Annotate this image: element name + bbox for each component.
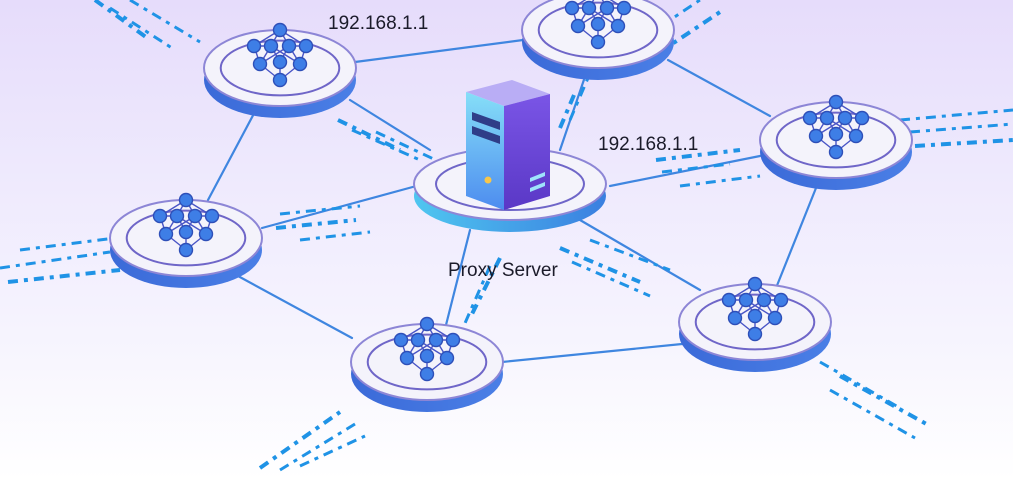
data-stream: [558, 94, 576, 129]
data-stream: [258, 410, 342, 470]
proxy-server-label: Proxy Server: [448, 260, 558, 281]
network-cluster-icon: [721, 276, 789, 342]
data-stream: [0, 250, 111, 270]
data-stream: [351, 128, 421, 162]
data-stream: [337, 118, 401, 152]
data-stream: [661, 162, 731, 174]
data-stream: [571, 260, 651, 298]
network-cluster-icon: [802, 94, 870, 160]
proxy-server: [413, 80, 607, 232]
data-stream: [468, 257, 502, 319]
data-stream: [819, 360, 901, 410]
data-stream: [909, 122, 1013, 134]
network-cluster-icon: [393, 316, 461, 382]
network-link: [774, 176, 822, 290]
network-link: [348, 98, 432, 152]
data-stream: [299, 230, 371, 242]
node-disc-right: [759, 94, 913, 190]
data-stream: [655, 148, 741, 162]
network-nodes: [109, 0, 913, 412]
data-stream: [829, 388, 916, 440]
data-stream: [559, 246, 641, 284]
network-link: [666, 58, 772, 118]
data-stream: [899, 108, 1013, 122]
data-stream: [7, 268, 121, 284]
data-stream: [93, 0, 152, 42]
network-cluster-icon: [152, 192, 220, 258]
network-link: [608, 154, 762, 188]
data-stream: [589, 238, 671, 272]
data-stream: [129, 0, 201, 44]
data-stream: [658, 10, 722, 54]
data-stream: [639, 0, 701, 42]
server-tower-icon: [466, 80, 550, 210]
node-disc-top-left: [203, 22, 357, 118]
network-cluster-icon: [246, 22, 314, 88]
data-stream: [839, 374, 931, 428]
data-stream: [679, 174, 761, 188]
network-link: [353, 38, 525, 64]
node-disc-bottom-right: [678, 276, 832, 372]
network-link: [578, 218, 702, 292]
network-links: [206, 38, 822, 364]
network-link: [236, 274, 354, 340]
node-disc-left: [109, 192, 263, 288]
data-stream: [19, 236, 116, 252]
network-link: [500, 342, 684, 364]
network-cluster-icon: [564, 0, 632, 50]
data-stream: [109, 6, 176, 52]
data-stream: [299, 434, 366, 468]
node-disc-bottom: [350, 316, 504, 412]
node-disc-top-center: [521, 0, 675, 80]
top-left-ip-label: 192.168.1.1: [328, 13, 428, 34]
server-ip-label: 192.168.1.1: [598, 134, 698, 155]
network-link: [206, 104, 260, 202]
data-stream: [568, 77, 590, 121]
network-link: [444, 228, 472, 327]
data-stream: [279, 422, 356, 472]
data-stream: [375, 130, 441, 164]
data-stream: [460, 265, 492, 331]
data-stream: [914, 138, 1013, 148]
